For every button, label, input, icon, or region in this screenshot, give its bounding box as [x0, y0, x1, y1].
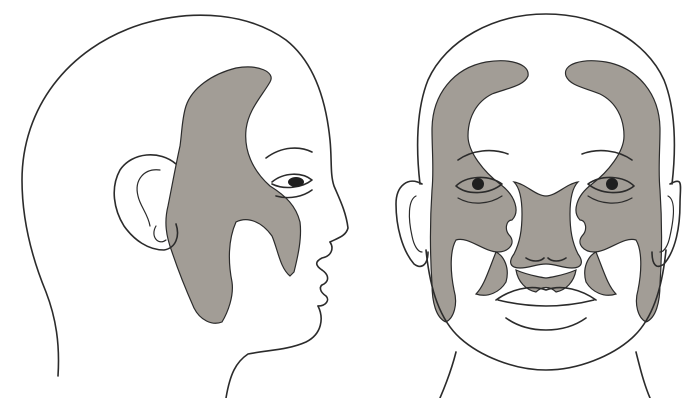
profile-shaded-region — [166, 67, 301, 323]
frontal-face-outline — [426, 250, 666, 370]
profile-ear-inner — [137, 170, 160, 226]
profile-eyebrow — [266, 148, 312, 158]
profile-lips-outline — [318, 270, 328, 306]
frontal-left-shaded-region — [431, 61, 529, 322]
profile-view-head — [22, 15, 348, 398]
profile-nose-outline — [317, 242, 332, 270]
frontal-neck-left — [440, 352, 456, 398]
frontal-lip-line — [498, 300, 594, 306]
frontal-view-head — [396, 14, 681, 398]
frontal-right-shaded-region — [565, 61, 661, 322]
frontal-right-pupil — [606, 178, 618, 190]
frontal-neck-right — [636, 352, 650, 398]
frontal-lower-lip — [506, 318, 586, 330]
profile-chin-outline — [226, 306, 321, 398]
frontal-nose-shaded-region — [511, 182, 582, 268]
frontal-left-ear — [396, 181, 428, 266]
frontal-left-ear-inner — [409, 196, 422, 252]
frontal-upper-lip — [496, 288, 596, 300]
profile-pupil — [288, 177, 304, 187]
profile-ear-lobe-hole — [154, 226, 166, 242]
frontal-left-pupil — [472, 178, 484, 190]
